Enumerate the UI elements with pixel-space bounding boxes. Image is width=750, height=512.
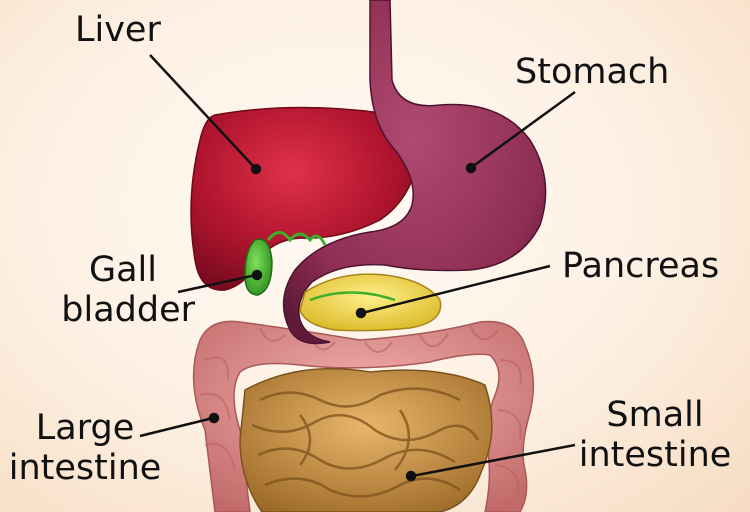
gall-bladder-label-line2: bladder bbox=[61, 290, 195, 330]
leader-lines bbox=[139, 54, 576, 482]
stomach-leader-dot bbox=[465, 162, 477, 174]
large-intestine-leader-dot bbox=[208, 412, 220, 424]
liver-leader-dot bbox=[250, 163, 262, 175]
stomach-label: Stomach bbox=[515, 52, 669, 92]
pancreas-label-text: Pancreas bbox=[562, 246, 720, 286]
liver-label: Liver bbox=[75, 10, 161, 50]
large-intestine-label-line2: intestine bbox=[8, 448, 162, 488]
small-intestine-leader-dot bbox=[405, 470, 417, 482]
gall-bladder-label: Gall bladder bbox=[60, 250, 195, 330]
pancreas-label: Pancreas bbox=[562, 246, 719, 286]
large-intestine-leader-line bbox=[139, 416, 214, 438]
stomach-leader-line bbox=[471, 90, 576, 169]
small-intestine bbox=[239, 367, 493, 512]
gall-bladder-leader-line bbox=[177, 273, 257, 294]
small-intestine-leader-line bbox=[411, 443, 576, 478]
gall-bladder-label-line1: Gall bbox=[88, 250, 157, 290]
gall-bladder-leader-dot bbox=[251, 269, 263, 281]
large-intestine bbox=[192, 320, 535, 512]
gall-bladder bbox=[244, 231, 327, 296]
liver-label-text: Liver bbox=[75, 10, 161, 50]
large-intestine-label-line1: Large bbox=[35, 408, 135, 448]
liver-leader-line bbox=[149, 54, 256, 169]
stomach-label-text: Stomach bbox=[515, 52, 670, 92]
stomach bbox=[282, 0, 547, 345]
pancreas bbox=[299, 273, 442, 332]
small-intestine-label-line2: intestine bbox=[578, 435, 732, 475]
pancreas-leader-dot bbox=[355, 307, 367, 319]
small-intestine-label-line1: Small bbox=[606, 395, 704, 435]
pancreas-leader-line bbox=[361, 264, 551, 315]
large-intestine-label: Large intestine bbox=[5, 408, 165, 488]
small-intestine-label: Small intestine bbox=[570, 395, 740, 475]
